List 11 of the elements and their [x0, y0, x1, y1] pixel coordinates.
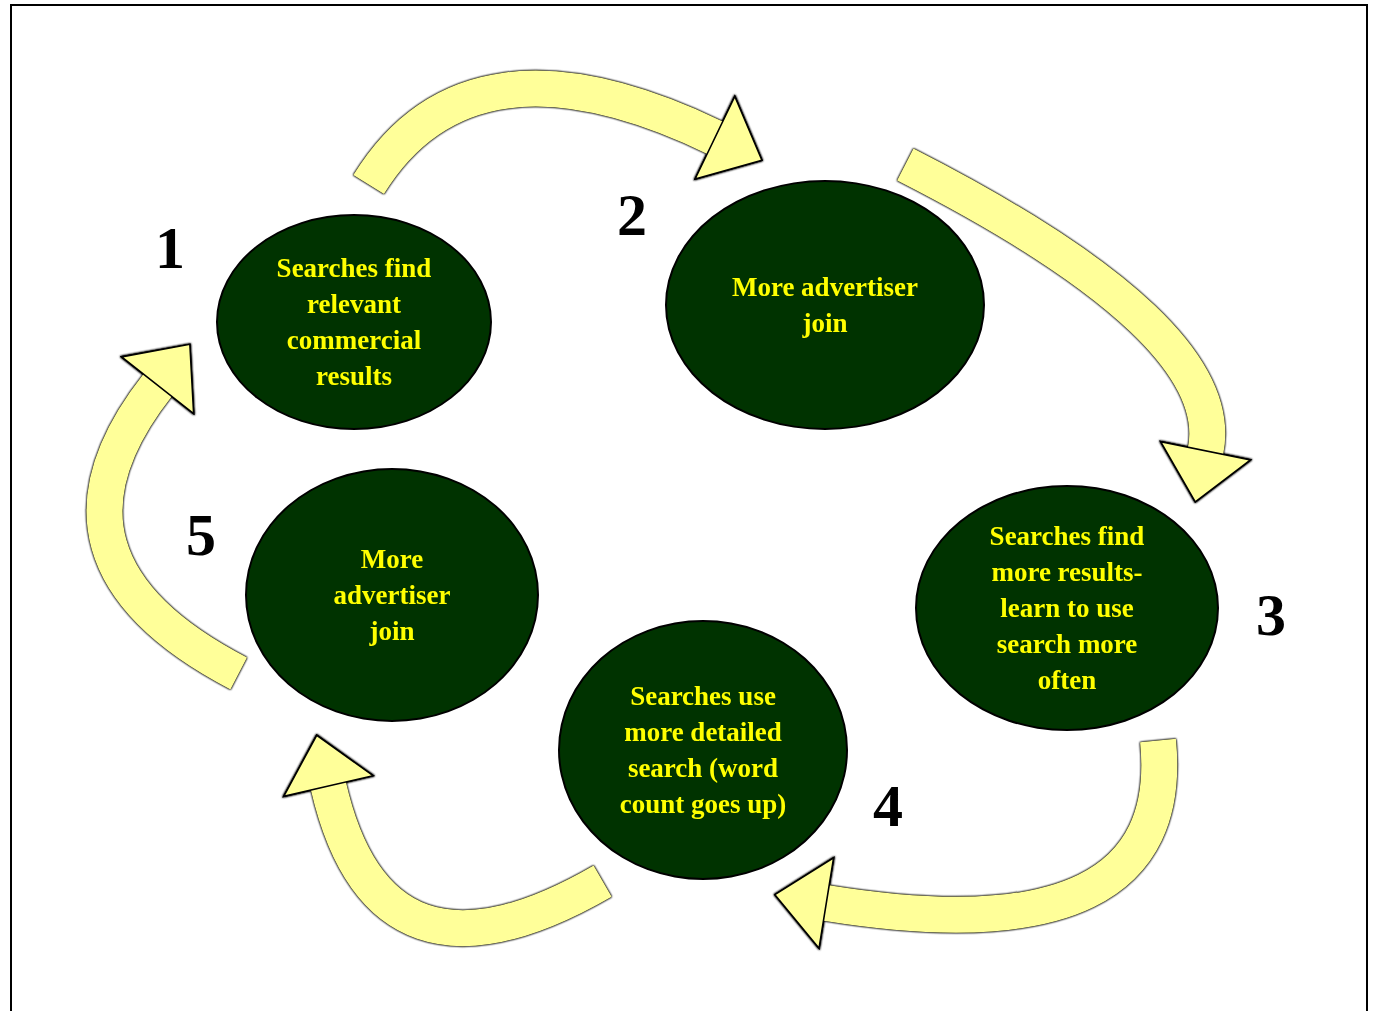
node-text: More advertiser join [332, 543, 452, 648]
node-text: Searches find more results- learn to use search more often [988, 520, 1146, 697]
step-number: 5 [186, 505, 216, 565]
step-number: 2 [617, 185, 647, 245]
step-number: 4 [873, 776, 903, 836]
node-text: More advertiser join [730, 271, 920, 340]
curved-arrow [896, 148, 1253, 504]
node-text: Searches find relevant commercial results [275, 252, 433, 393]
step-number: 3 [1256, 585, 1286, 645]
step-number: 1 [155, 218, 185, 278]
node-text: Searches use more detailed search (word count goes up) [618, 680, 788, 821]
